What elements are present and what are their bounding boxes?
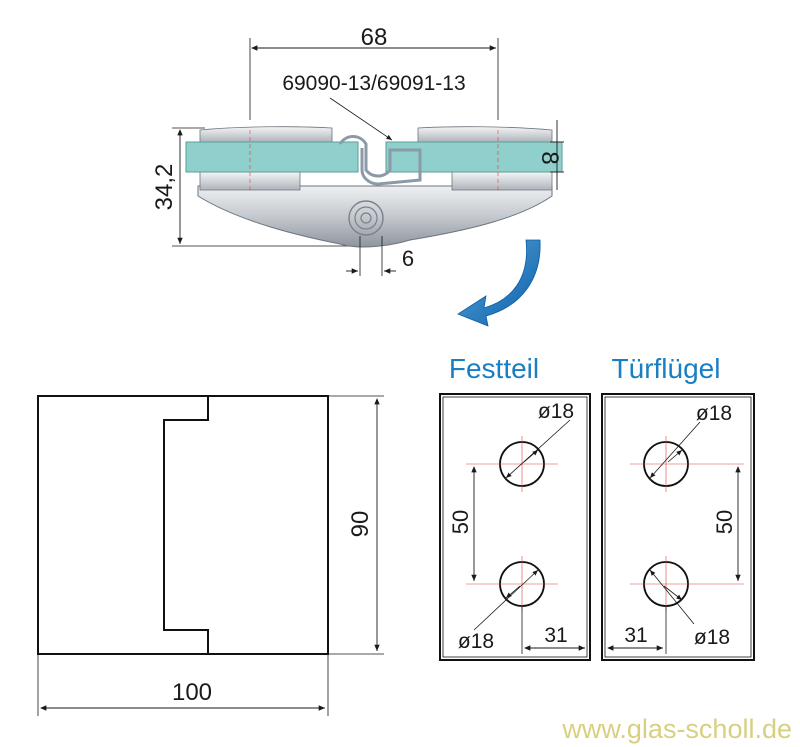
- front-recess-outline: [163, 396, 209, 654]
- dim-90-label: 90: [347, 511, 374, 538]
- tuerfluegel-panel: Türflügel ø18 ø18 50 31: [601, 353, 755, 661]
- tuerfluegel-dia-leader-top: [649, 421, 701, 479]
- tuerfluegel-inner-frame: [604, 396, 752, 658]
- front-view: 90 100: [37, 395, 384, 716]
- top-view: 68 69090-13/69091-13 34,2 8: [151, 24, 564, 276]
- tuerfluegel-outer-frame: [601, 393, 755, 661]
- dim-6-label: 6: [402, 246, 414, 271]
- part-number-label: 69090-13/69091-13: [282, 72, 465, 95]
- tuerfluegel-dia-leader-top-b: [667, 449, 683, 463]
- part-number-leader: [329, 97, 393, 141]
- festteil-dia-top-label: ø18: [538, 400, 574, 423]
- festteil-dim-31-label: 31: [544, 624, 567, 647]
- watermark-text: www.glas-scholl.de: [561, 714, 792, 744]
- festteil-dia-leader-bottom-b: [505, 585, 521, 599]
- pivot-mid: [354, 206, 378, 230]
- tuerfluegel-title: Türflügel: [612, 353, 721, 384]
- pivot-outer: [348, 200, 384, 236]
- dim-8-label: 8: [536, 151, 563, 164]
- rotate-arrow-icon: [457, 239, 541, 327]
- festteil-dia-leader-bottom: [473, 569, 539, 631]
- festteil-panel: Festteil ø18 ø18 50 31: [439, 353, 591, 661]
- festteil-dia-bottom-label: ø18: [458, 630, 494, 653]
- seal-profile: [338, 135, 422, 186]
- tuerfluegel-dia-leader-bottom-b: [663, 585, 683, 601]
- glass-pane-right: [385, 141, 563, 173]
- tuerfluegel-dim-31-label: 31: [624, 624, 647, 647]
- festteil-title: Festteil: [449, 353, 539, 384]
- hinge-body-lower: [197, 185, 553, 248]
- clamp-plate-upper-right: [417, 126, 553, 143]
- festteil-dia-leader-top: [505, 419, 571, 479]
- dim-68-label: 68: [361, 24, 388, 51]
- glass-pane-left: [185, 141, 359, 173]
- festteil-inner-frame: [442, 396, 588, 658]
- dim-100-label: 100: [172, 679, 212, 706]
- festteil-dim-50-label: 50: [448, 510, 473, 534]
- tuerfluegel-dim-50-label: 50: [712, 510, 737, 534]
- clamp-plate-lower-right: [451, 171, 553, 191]
- front-body-outline: [37, 395, 329, 655]
- clamp-plate-upper-left: [199, 126, 333, 143]
- festteil-outer-frame: [439, 393, 591, 661]
- tuerfluegel-dia-bottom-label: ø18: [694, 626, 730, 649]
- dim-34-label: 34,2: [151, 164, 178, 211]
- tuerfluegel-dia-top-label: ø18: [696, 402, 732, 425]
- tuerfluegel-dia-leader-bottom: [649, 569, 695, 625]
- pivot-inner: [360, 212, 372, 224]
- festteil-dia-leader-top-b: [523, 449, 539, 463]
